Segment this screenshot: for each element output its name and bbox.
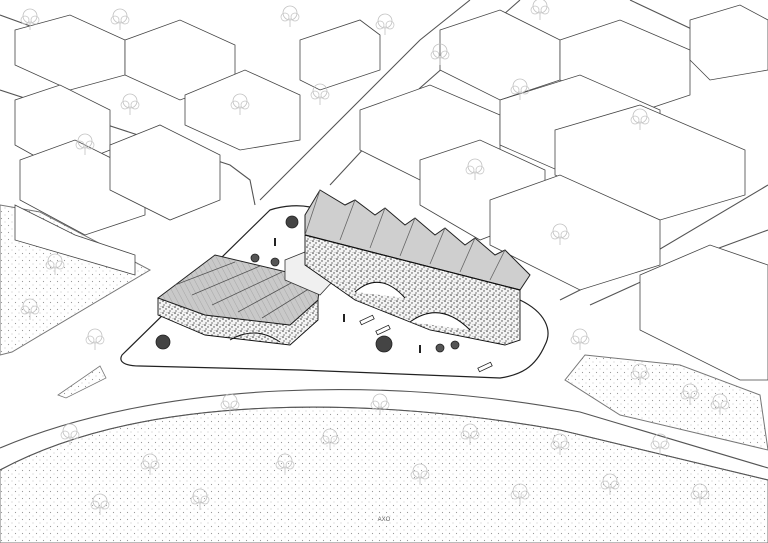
city-block-right <box>359 4 768 381</box>
small-triangle-green <box>57 365 107 399</box>
planter <box>285 215 299 229</box>
sawtooth-roof <box>304 189 531 291</box>
drawing-caption: AXO <box>378 517 391 523</box>
planter <box>250 253 260 263</box>
planter <box>155 334 171 350</box>
planter <box>270 257 280 267</box>
planter <box>375 335 393 353</box>
planter <box>435 343 445 353</box>
bench <box>359 314 375 326</box>
main-market-building <box>304 189 531 346</box>
market-hall-left <box>156 254 321 346</box>
bench <box>477 361 493 373</box>
bench <box>375 324 391 336</box>
city-block-left <box>14 14 381 276</box>
plaza-details <box>155 215 493 373</box>
main-building-wall <box>304 234 521 346</box>
park-right <box>564 354 768 451</box>
planter <box>450 340 460 350</box>
